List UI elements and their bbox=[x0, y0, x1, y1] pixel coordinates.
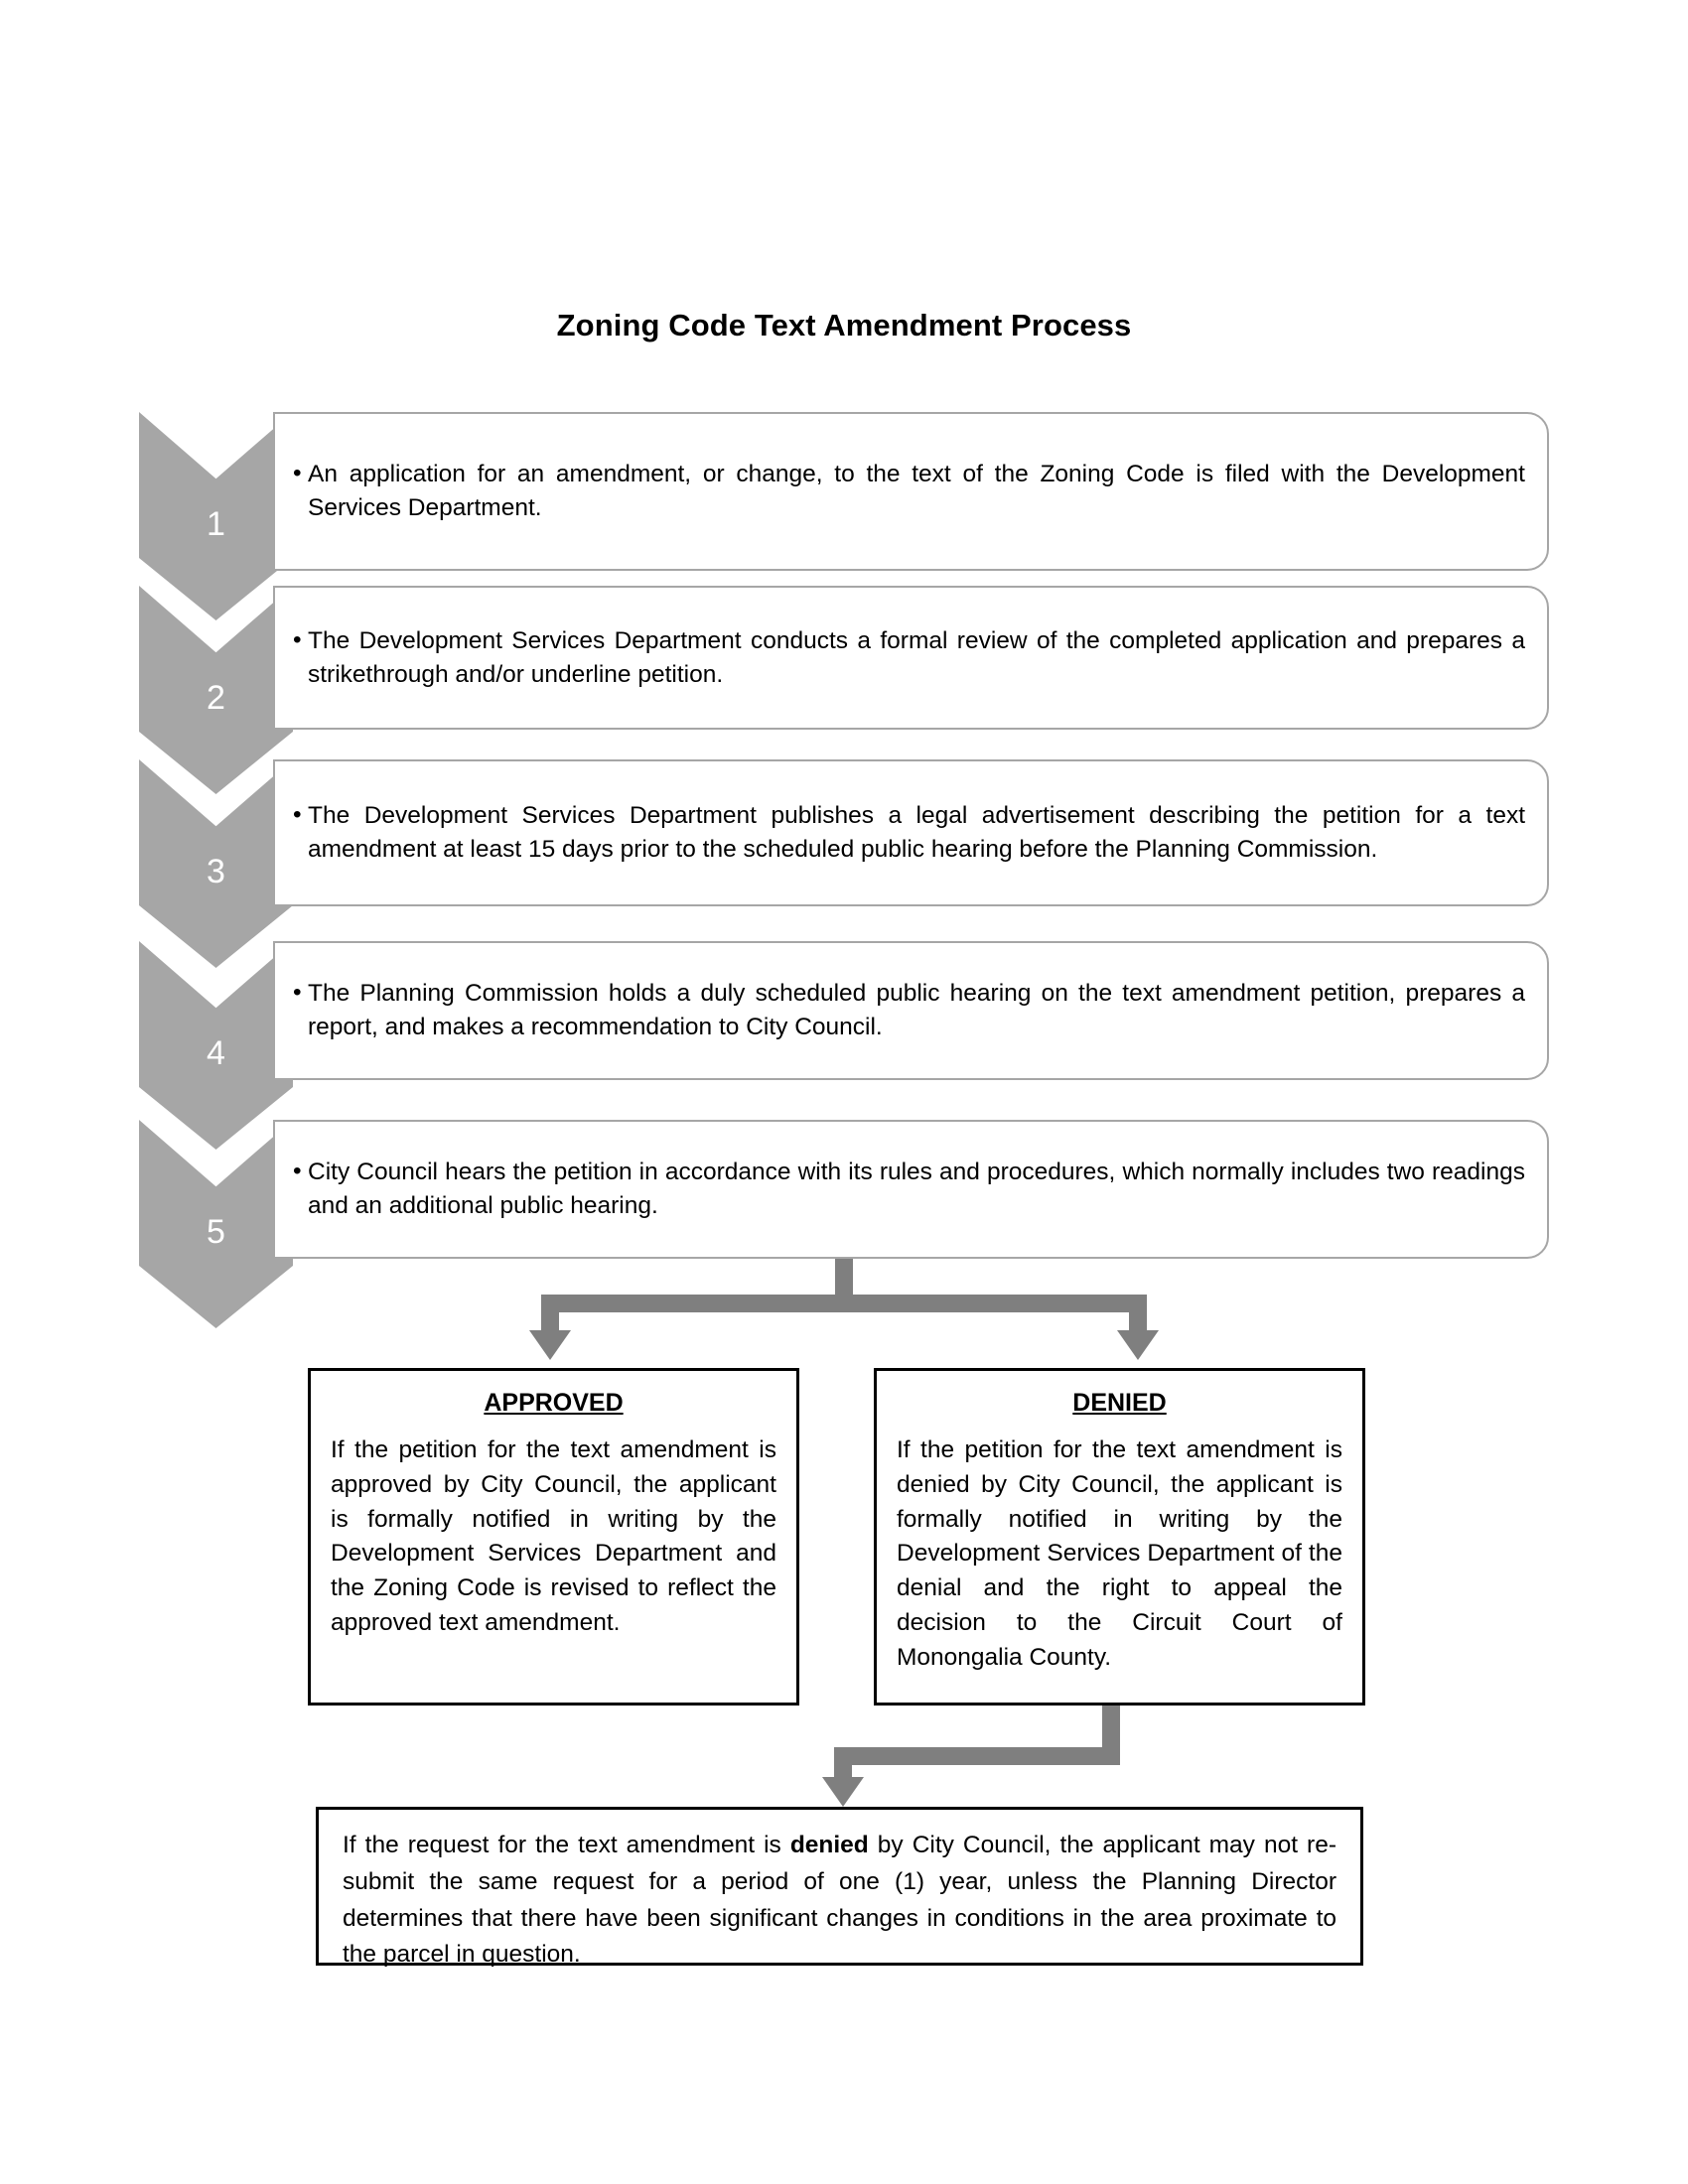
step-chevron-5: 5 bbox=[139, 1120, 293, 1328]
bullet-icon: • bbox=[293, 1158, 302, 1185]
bullet-icon: • bbox=[293, 625, 302, 653]
connector-denied-horizontal bbox=[834, 1747, 1120, 1765]
step-description-2: The Development Services Department cond… bbox=[308, 626, 1525, 688]
note-text-before: If the request for the text amendment is bbox=[343, 1832, 790, 1858]
step-box-5: • City Council hears the petition in acc… bbox=[273, 1120, 1549, 1259]
step-description-4: The Planning Commission holds a duly sch… bbox=[308, 980, 1525, 1040]
step-box-1: • An application for an amendment, or ch… bbox=[273, 412, 1549, 571]
step-text-wrapper-2: • The Development Services Department co… bbox=[275, 624, 1547, 692]
step-text-wrapper-3: • The Development Services Department pu… bbox=[275, 799, 1547, 867]
note-emphasis: denied bbox=[789, 1832, 869, 1858]
step-text-wrapper-5: • City Council hears the petition in acc… bbox=[275, 1156, 1547, 1223]
note-box: If the request for the text amendment is… bbox=[316, 1807, 1363, 1968]
connector-horizontal-bar bbox=[541, 1295, 1147, 1312]
bullet-icon: • bbox=[293, 979, 302, 1007]
note-text-after: by City Council, the applicant may not r… bbox=[343, 1832, 1336, 1969]
step-chevron-4: 4 bbox=[139, 941, 293, 1150]
step-number-5: 5 bbox=[207, 1213, 225, 1251]
outcome-box-denied: DENIED If the petition for the text amen… bbox=[874, 1368, 1365, 1706]
step-text-wrapper-4: • The Planning Commission holds a duly s… bbox=[275, 977, 1547, 1044]
page-title: Zoning Code Text Amendment Process bbox=[556, 308, 1132, 342]
note-text: If the request for the text amendment is… bbox=[319, 1810, 1360, 1991]
arrowhead-note-icon bbox=[822, 1777, 864, 1807]
arrowhead-denied-icon bbox=[1117, 1330, 1159, 1360]
denied-heading: DENIED bbox=[1072, 1389, 1167, 1417]
step-box-2: • The Development Services Department co… bbox=[273, 586, 1549, 730]
step-number-2: 2 bbox=[207, 679, 225, 717]
step-text-wrapper-1: • An application for an amendment, or ch… bbox=[275, 458, 1547, 525]
step-box-3: • The Development Services Department pu… bbox=[273, 759, 1549, 906]
bullet-icon: • bbox=[293, 801, 302, 829]
step-description-1: An application for an amendment, or chan… bbox=[308, 461, 1525, 521]
bullet-icon: • bbox=[293, 460, 302, 487]
step-number-4: 4 bbox=[207, 1034, 225, 1072]
approved-heading: APPROVED bbox=[484, 1389, 624, 1417]
connector-note-vertical bbox=[834, 1747, 852, 1783]
connector-right-branch bbox=[1129, 1295, 1147, 1336]
step-number-3: 3 bbox=[207, 853, 225, 890]
arrowhead-approved-icon bbox=[529, 1330, 571, 1360]
outcome-box-approved: APPROVED If the petition for the text am… bbox=[308, 1368, 799, 1706]
connector-left-branch bbox=[541, 1295, 559, 1336]
approved-description: If the petition for the text amendment i… bbox=[331, 1436, 776, 1636]
step-description-5: City Council hears the petition in accor… bbox=[308, 1159, 1525, 1219]
step-description-3: The Development Services Department publ… bbox=[308, 802, 1525, 863]
denied-description: If the petition for the text amendment i… bbox=[897, 1436, 1342, 1671]
step-number-1: 1 bbox=[207, 505, 225, 543]
step-box-4: • The Planning Commission holds a duly s… bbox=[273, 941, 1549, 1080]
step-chevron-1: 1 bbox=[139, 412, 293, 620]
